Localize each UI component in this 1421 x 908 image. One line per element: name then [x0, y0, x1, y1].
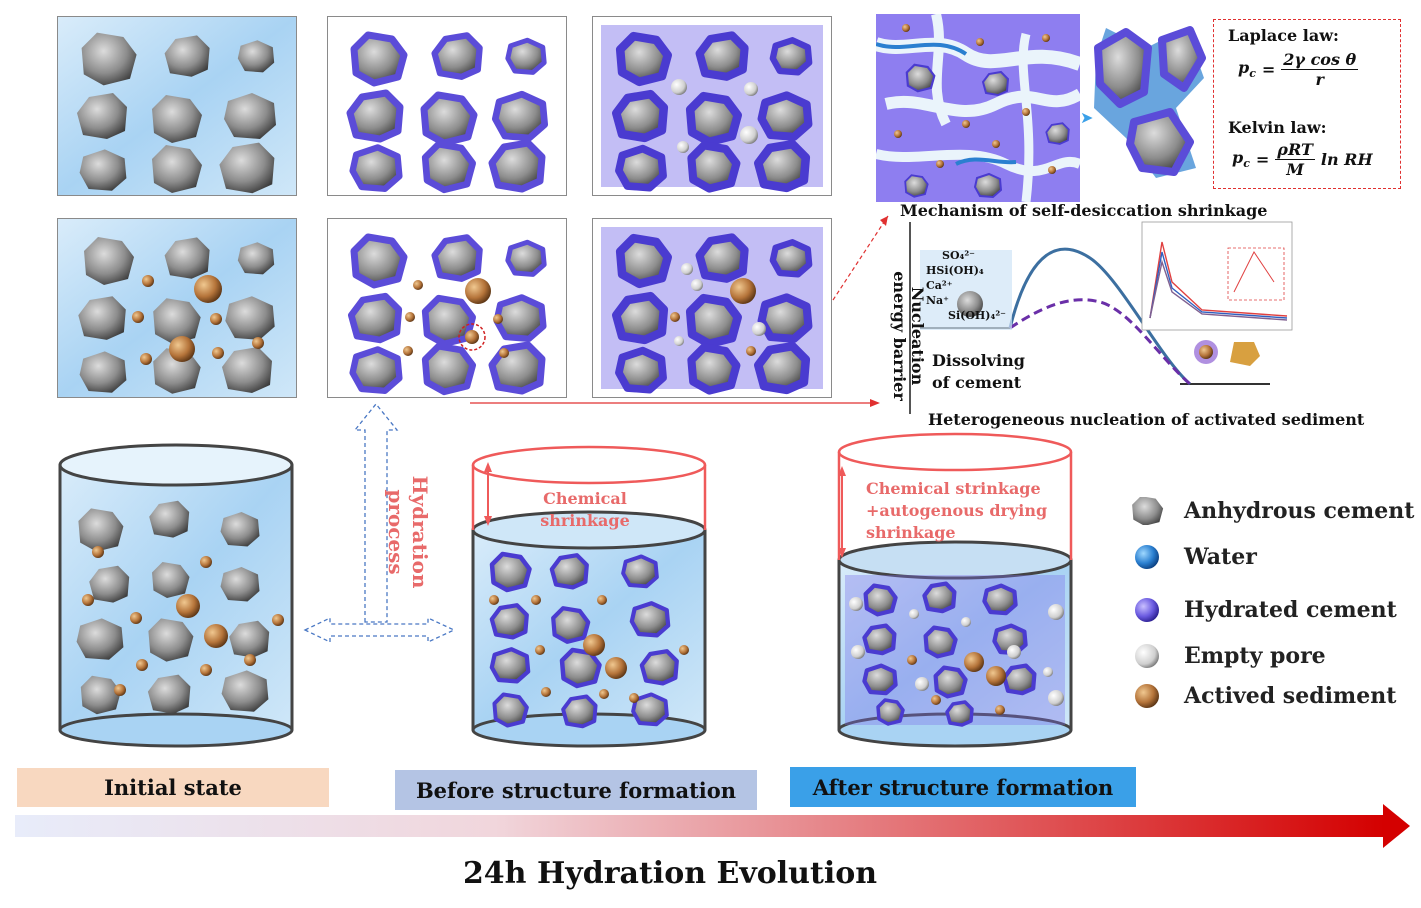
laplace-numerator: 2γ cos θ: [1281, 50, 1359, 70]
ion-2: Ca²⁺: [926, 279, 953, 292]
panel-after-sediment: [592, 218, 832, 398]
formula-box: Laplace law: pc = 2γ cos θ r Kelvin law:…: [1213, 19, 1401, 189]
panel-after-formation-art: [601, 25, 823, 195]
legend-item-anhydrous-cement: Anhydrous cement: [1128, 497, 1414, 525]
kelvin-lhs-sub: c: [1243, 157, 1250, 171]
laplace-denominator: r: [1315, 70, 1324, 89]
stage-initial-state: Initial state: [17, 768, 329, 807]
legend-label: Hydrated cement: [1184, 597, 1397, 623]
panel-before-sediment-art: [328, 219, 566, 397]
timeline-label: 24h Hydration Evolution: [462, 856, 878, 891]
chemical-autogenous-line2: +autogenous drying: [866, 501, 1048, 520]
panel-after-sediment-art: [601, 227, 823, 397]
kelvin-tail: ln RH: [1320, 150, 1373, 169]
legend-label: Water: [1184, 544, 1257, 570]
ion-1: HSi(OH)₄: [926, 264, 984, 277]
mechanism-title: Mechanism of self-desiccation shrinkage: [900, 201, 1268, 220]
mechanism-arrow-icon: ➤: [1080, 108, 1094, 127]
stage-after-structure-formation: After structure formation: [790, 767, 1136, 807]
ion-list: SO₄²⁻ HSi(OH)₄ Ca²⁺ Na⁺ Si(OH)₄²⁻: [926, 248, 1006, 323]
hydration-process-label: Hydration process: [384, 475, 432, 589]
legend-item-hydrated-cement: Hydrated cement: [1128, 596, 1397, 624]
water-icon: [1135, 545, 1159, 569]
beaker-before: [471, 445, 707, 748]
panel-before-sediment: [327, 218, 567, 398]
hydrated-cement-icon: [1135, 598, 1159, 622]
panel-initial-sediment: [57, 218, 297, 398]
nucleation-curve-solid: [1008, 247, 1191, 386]
nucleation-curve-dashed: [1009, 298, 1191, 386]
legend-label: Actived sediment: [1184, 683, 1397, 709]
beaker-initial: [58, 443, 294, 748]
legend-item-empty-pore: Empty pore: [1128, 642, 1326, 670]
legend-item-water: Water: [1128, 543, 1257, 571]
chemical-autogenous-line3: shrinkage: [866, 523, 956, 542]
panel-initial-water: [57, 16, 297, 196]
panel-after-formation: [592, 16, 832, 196]
laplace-title: Laplace law:: [1228, 26, 1339, 45]
laplace-formula: pc = 2γ cos θ r: [1238, 50, 1359, 89]
ion-0: SO₄²⁻: [942, 249, 975, 262]
pore-closeup-art: [1094, 26, 1206, 178]
panel-initial-water-art: [58, 17, 296, 195]
hydration-arrows: [303, 402, 456, 644]
laplace-lhs: p: [1238, 58, 1250, 78]
laplace-lhs-sub: c: [1249, 67, 1256, 81]
self-desiccation-image: [873, 12, 1084, 203]
kelvin-title: Kelvin law:: [1228, 118, 1327, 137]
capillary-network-art: [873, 12, 1084, 203]
kelvin-formula: pc = ρRT M ln RH: [1232, 140, 1373, 179]
pore-closeup-image: [1086, 18, 1208, 182]
ion-3: Na⁺: [926, 294, 949, 307]
anhydrous-cement-icon: [1132, 497, 1164, 525]
chemical-autogenous-line1: Chemical strinkage: [866, 479, 1041, 498]
nucleation-energy-plot: [909, 221, 1293, 414]
stage-before-structure-formation: Before structure formation: [395, 770, 757, 810]
panel-before-formation: [327, 16, 567, 196]
nucleation-caption: Heterogeneous nucleation of activated se…: [928, 410, 1365, 429]
panel-initial-sediment-art: [58, 219, 296, 397]
inset-chart: [1141, 221, 1293, 331]
legend-label: Anhydrous cement: [1184, 498, 1415, 524]
beaker-after: [837, 432, 1073, 748]
kelvin-denominator: M: [1286, 160, 1304, 179]
chemical-shrinkage-label: Chemical shrinkage: [540, 489, 630, 530]
legend-item-actived-sediment: Actived sediment: [1128, 682, 1396, 710]
kelvin-numerator: ρRT: [1275, 140, 1315, 160]
kelvin-lhs: p: [1232, 148, 1244, 168]
chemical-autogenous-label: Chemical strinkage +autogenous drying sh…: [866, 478, 1047, 544]
legend-label: Empty pore: [1184, 643, 1326, 669]
actived-sediment-icon: [1135, 684, 1159, 708]
timeline-arrow: [15, 804, 1410, 848]
dissolving-label: Dissolving of cement: [932, 351, 1025, 392]
ion-4: Si(OH)₄²⁻: [948, 309, 1006, 322]
empty-pore-icon: [1135, 644, 1159, 668]
